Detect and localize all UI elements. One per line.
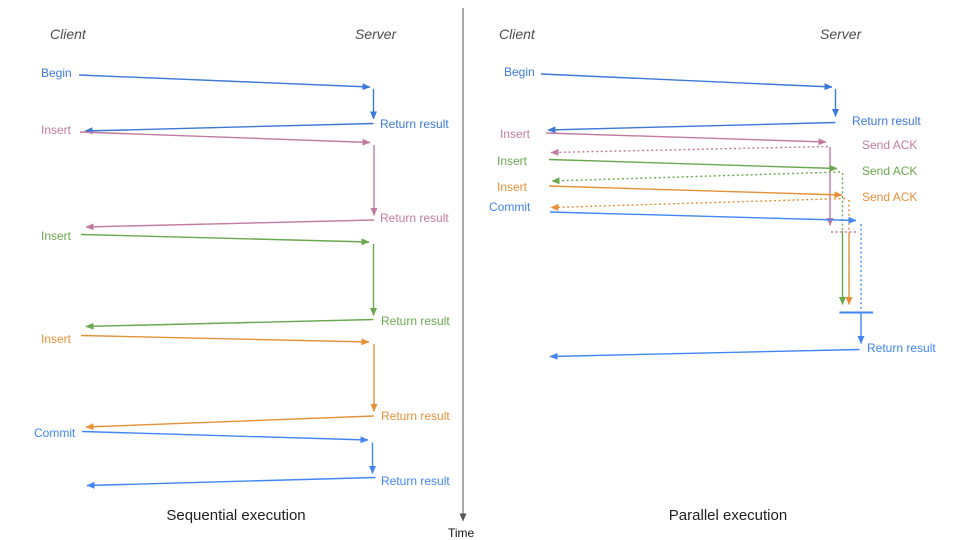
parallel-panel: Client Server Begin Return result Insert…: [489, 26, 936, 524]
par-insert1-ack-line: [550, 145, 829, 156]
par-begin-label: Begin: [504, 65, 535, 79]
seq-insert3-return-label: Return result: [381, 409, 450, 423]
seq-insert2-return-label: Return result: [381, 314, 450, 328]
seq-insert2-request-line: [80, 233, 370, 246]
sequential-client-header: Client: [50, 26, 87, 42]
par-begin-response-line: [547, 121, 836, 134]
par-insert1-ack-label: Send ACK: [862, 138, 917, 152]
seq-begin-request-line: [78, 74, 371, 91]
par-insert1-request-line: [545, 132, 827, 146]
par-begin-return-label: Return result: [852, 114, 921, 128]
seq-insert3-response-line: [85, 415, 375, 431]
seq-insert1-return-label: Return result: [380, 211, 449, 225]
time-axis-label: Time: [448, 526, 475, 540]
par-begin-request-line: [540, 73, 833, 91]
par-insert2-ack-label: Send ACK: [862, 164, 917, 178]
par-commit-response-line: [549, 348, 860, 360]
seq-commit-return-label: Return result: [381, 474, 450, 488]
seq-begin-return-label: Return result: [380, 117, 449, 131]
par-commit-label: Commit: [489, 200, 531, 214]
seq-insert2-response-line: [85, 318, 374, 330]
sequential-panel: Client Server Begin Return result Insert…: [34, 26, 450, 524]
sequential-server-header: Server: [355, 26, 398, 42]
sequential-title: Sequential execution: [166, 507, 305, 524]
par-insert1-label: Insert: [500, 127, 531, 141]
par-insert3-ack-label: Send ACK: [862, 190, 917, 204]
parallel-client-header: Client: [499, 26, 536, 42]
par-insert3-request-line: [548, 185, 843, 199]
par-commit-return-label: Return result: [867, 341, 936, 355]
seq-insert3-label: Insert: [41, 332, 72, 346]
seq-begin-response-line: [84, 122, 374, 135]
parallel-title: Parallel execution: [669, 507, 787, 524]
seq-commit-request-line: [81, 430, 369, 444]
seq-begin-label: Begin: [41, 66, 72, 80]
parallel-server-header: Server: [820, 26, 863, 42]
par-insert2-label: Insert: [497, 154, 528, 168]
seq-commit-response-line: [86, 476, 376, 489]
par-commit-request-line: [549, 211, 857, 224]
par-insert2-ack-line: [551, 171, 841, 185]
seq-commit-label: Commit: [34, 426, 76, 440]
par-insert3-ack-line: [550, 197, 846, 211]
seq-insert2-label: Insert: [41, 229, 72, 243]
seq-insert3-request-line: [80, 334, 370, 346]
seq-insert1-label: Insert: [41, 123, 72, 137]
seq-insert1-request-line: [79, 131, 371, 146]
time-axis: Time: [448, 8, 475, 540]
par-insert2-request-line: [548, 158, 838, 172]
par-insert3-label: Insert: [497, 180, 528, 194]
seq-insert1-response-line: [85, 219, 375, 231]
